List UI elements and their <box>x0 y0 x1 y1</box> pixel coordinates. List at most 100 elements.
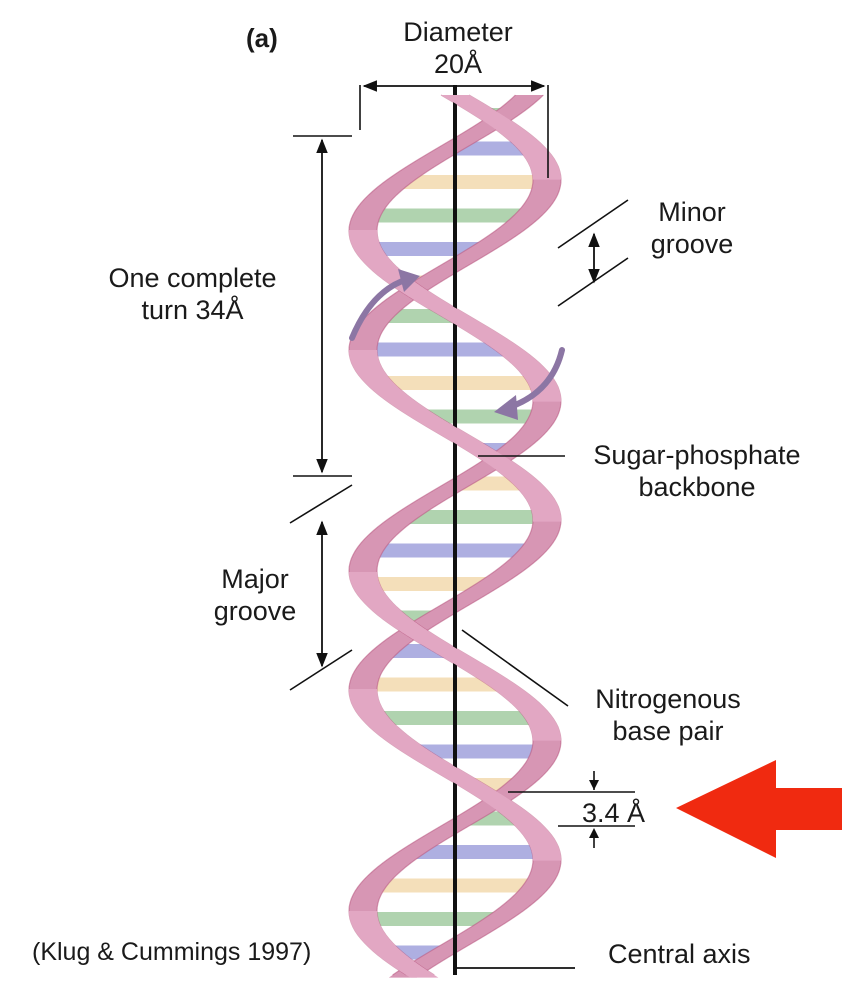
strand-b-segment <box>371 950 405 954</box>
strand-a-segment <box>399 410 434 414</box>
strand-b-segment <box>366 605 399 609</box>
strand-a-segment <box>417 761 452 765</box>
strand-a-segment <box>473 242 507 246</box>
strand-b-segment <box>463 809 498 813</box>
strand-a-segment <box>502 815 536 819</box>
strand-a-segment <box>459 446 494 450</box>
strand-b-segment <box>406 635 441 639</box>
strand-a-segment <box>352 671 383 675</box>
strand-a-segment <box>371 389 405 393</box>
strand-b-segment <box>358 542 390 546</box>
strand-b-segment <box>409 161 444 165</box>
base-pair <box>405 510 547 524</box>
strand-a-segment <box>527 536 558 540</box>
strand-b-segment <box>465 128 499 132</box>
base-pair <box>412 845 546 859</box>
strand-b-segment <box>351 896 381 900</box>
strand-b-segment <box>376 524 410 528</box>
strand-a-segment <box>496 470 530 474</box>
base-pair-label: Nitrogenous base pair <box>595 684 741 746</box>
strand-b-segment <box>359 881 391 885</box>
strand-a-segment <box>485 122 519 126</box>
strand-b-segment <box>426 491 461 495</box>
strand-a-segment <box>411 959 446 963</box>
strand-b-segment <box>529 752 560 756</box>
strand-a-segment <box>519 206 551 210</box>
strand-a-segment <box>364 722 397 726</box>
strand-b-segment <box>374 866 407 870</box>
strand-b-segment <box>524 761 555 765</box>
rise-arrowhead-bottom <box>589 828 599 838</box>
strand-b-segment <box>532 398 561 402</box>
strand-b-segment <box>499 353 532 357</box>
strand-b-segment <box>365 194 398 198</box>
strand-a-segment <box>524 200 555 204</box>
strand-b-segment <box>352 212 383 216</box>
strand-a-segment <box>370 728 403 732</box>
strand-a-segment <box>531 170 561 174</box>
strand-a-segment <box>516 209 549 213</box>
strand-b-segment <box>402 506 436 510</box>
strand-b-segment <box>477 338 511 342</box>
strand-a-segment <box>531 509 561 513</box>
strand-a-segment <box>530 848 560 852</box>
strand-a-segment <box>503 221 536 225</box>
strand-a-segment <box>505 137 538 141</box>
strand-b-segment <box>350 239 380 243</box>
strand-b-segment <box>364 875 397 879</box>
strand-a-segment <box>527 875 558 879</box>
strand-a-segment <box>532 173 561 177</box>
strand-b-segment <box>532 401 561 405</box>
strand-b-segment <box>531 731 561 735</box>
strand-a-segment <box>349 683 378 687</box>
rise-label: 3.4 Å <box>582 798 646 828</box>
strand-b-segment <box>505 440 539 444</box>
strand-a-segment <box>361 719 394 723</box>
strand-a-segment <box>439 434 474 438</box>
base-pair <box>365 577 490 591</box>
strand-b-segment <box>437 314 472 318</box>
strand-a-segment <box>372 647 405 651</box>
strand-a-segment <box>529 191 560 195</box>
strand-a-segment <box>523 881 555 885</box>
strand-a-segment <box>478 458 513 462</box>
strand-b-segment <box>349 917 379 921</box>
citation-text: (Klug & Cummings 1997) <box>32 938 312 966</box>
strand-b-segment <box>518 428 550 432</box>
strand-a-segment <box>490 806 524 810</box>
strand-a-segment <box>491 230 525 234</box>
strand-b-segment <box>365 944 398 948</box>
strand-b-segment <box>447 320 482 324</box>
strand-a-segment <box>498 905 531 909</box>
strand-b-segment <box>421 494 456 498</box>
strand-a-segment <box>379 641 413 645</box>
strand-a-segment <box>490 911 524 915</box>
strand-a-segment <box>407 755 442 759</box>
strand-b-segment <box>405 164 439 168</box>
strand-b-segment <box>418 836 453 840</box>
strand-b-segment <box>355 887 386 891</box>
strand-a-segment <box>451 101 486 105</box>
strand-a-segment <box>353 707 384 711</box>
strand-a-segment <box>365 653 398 657</box>
strand-a-segment <box>465 587 500 591</box>
strand-b-segment <box>509 701 542 705</box>
strand-a-segment <box>521 884 553 888</box>
strand-a-segment <box>492 467 526 471</box>
strand-a-segment <box>379 395 412 399</box>
strand-a-segment <box>512 143 545 147</box>
strand-a-segment <box>513 212 546 216</box>
strand-b-segment <box>433 827 468 831</box>
strand-b-segment <box>362 878 394 882</box>
strand-b-segment <box>516 770 549 774</box>
strand-b-segment <box>416 497 451 501</box>
strand-a-segment <box>374 731 407 735</box>
major-groove-line-top <box>289 484 353 524</box>
strand-b-segment <box>349 908 378 912</box>
strand-a-segment <box>520 545 552 549</box>
strand-b-segment <box>506 359 539 363</box>
strand-b-segment <box>356 545 388 549</box>
strand-b-segment <box>529 413 559 417</box>
strand-a-segment <box>371 308 404 312</box>
strand-a-segment <box>462 788 497 792</box>
